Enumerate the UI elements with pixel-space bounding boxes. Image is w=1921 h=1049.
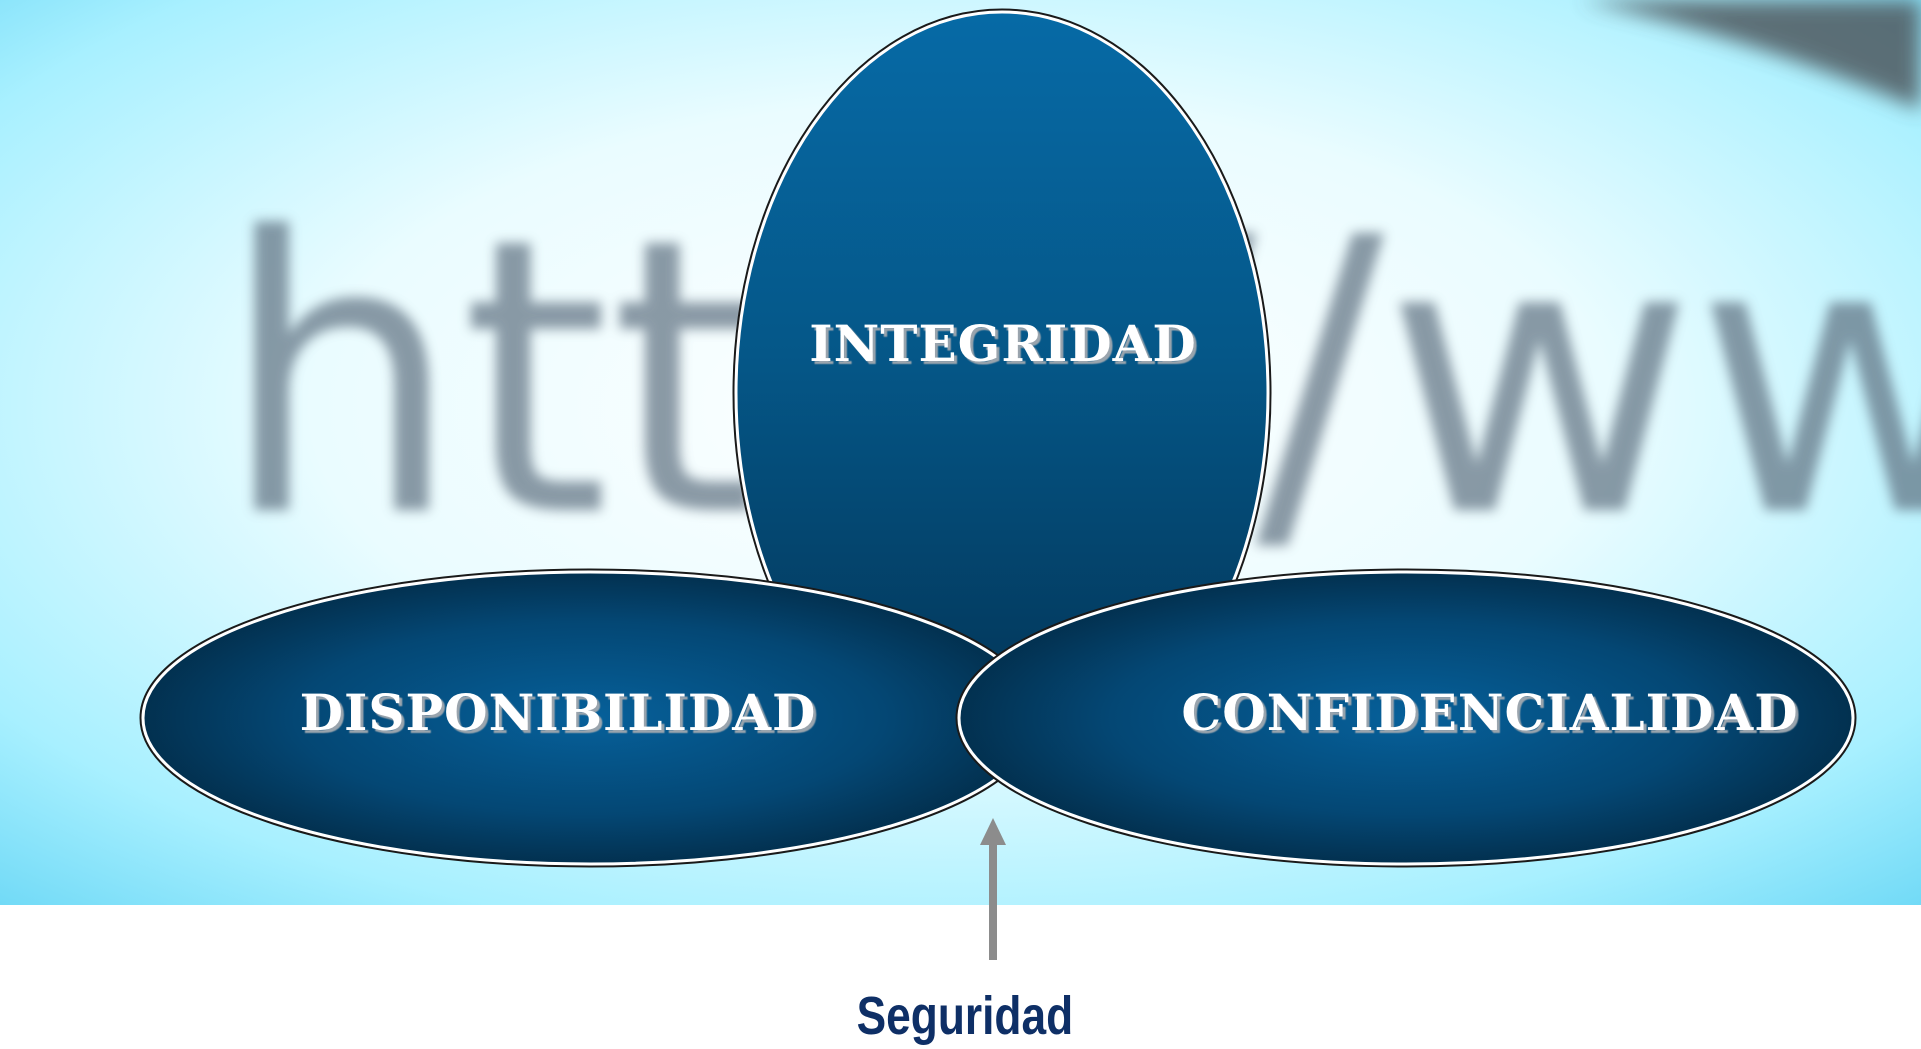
- integridad-label: INTEGRIDAD: [809, 314, 1197, 373]
- seguridad-caption: Seguridad: [856, 986, 1074, 1046]
- confidencialidad-ellipse: CONFIDENCIALIDAD: [955, 568, 1857, 868]
- arrow-up-icon: [980, 818, 1006, 960]
- confidencialidad-label: CONFIDENCIALIDAD: [1181, 683, 1798, 742]
- disponibilidad-label: DISPONIBILIDAD: [300, 683, 817, 742]
- disponibilidad-ellipse: DISPONIBILIDAD: [139, 568, 1041, 868]
- integridad-ellipse: INTEGRIDAD: [732, 8, 1272, 778]
